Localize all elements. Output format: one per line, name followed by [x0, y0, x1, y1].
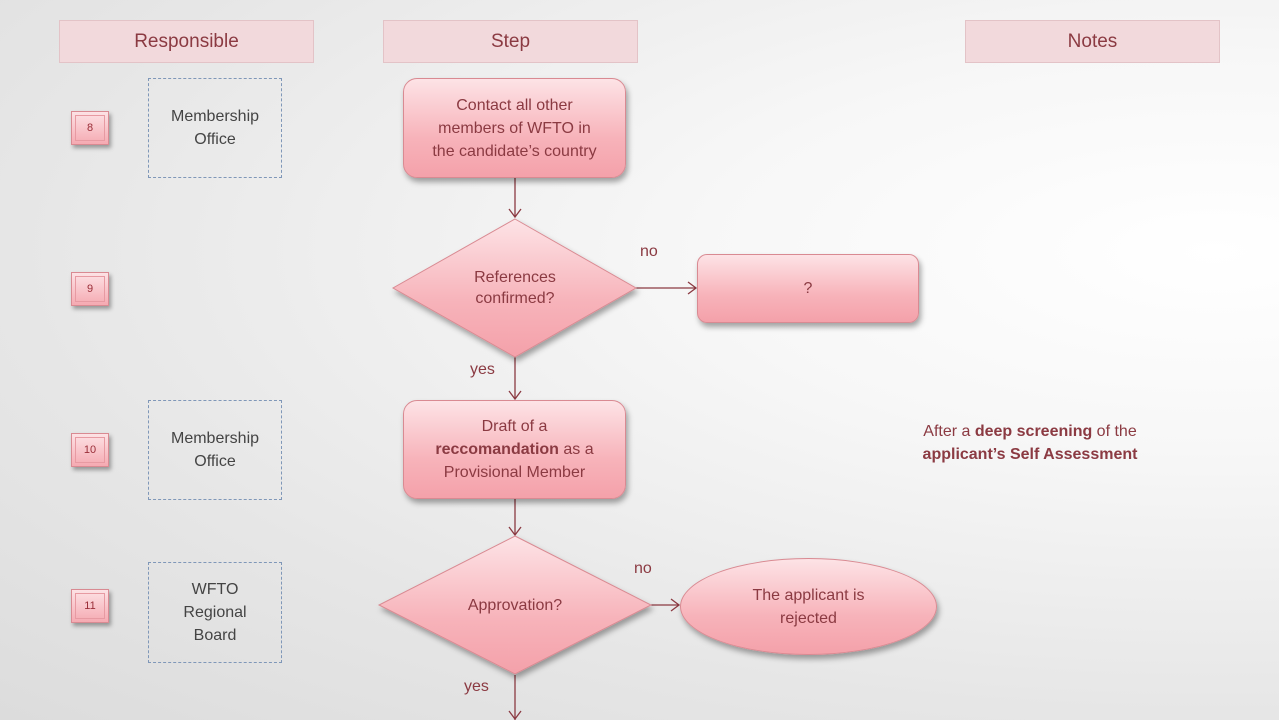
responsible-line: Membership [170, 108, 260, 125]
header-notes-label: Notes [1067, 30, 1118, 52]
responsible-line: Membership [170, 430, 260, 447]
step-contact-members: Contact all other members of WFTO in the… [403, 78, 626, 178]
draft-bold-word: reccomandation [435, 441, 559, 458]
arrowhead-4 [508, 526, 522, 537]
arrowhead-2 [687, 281, 698, 295]
label-references-yes: yes [470, 361, 495, 378]
arrowhead-3 [508, 390, 522, 401]
arrowhead-1 [508, 208, 522, 219]
arrowhead-5 [670, 598, 681, 612]
responsible-line: Board [193, 627, 237, 644]
step-draft-recommendation: Draft of a reccomandation as a Provision… [403, 400, 626, 499]
row-number-10: 10 [71, 433, 109, 467]
row-number-9: 9 [71, 272, 109, 306]
approval-decision-text: Approvation? [467, 596, 563, 614]
step-unknown-outcome: ? [697, 254, 919, 323]
responsible-row-11: WFTO Regional Board [148, 562, 282, 663]
label-references-no: no [640, 243, 658, 260]
label-approval-no: no [634, 560, 652, 577]
responsible-line: WFTO [191, 581, 239, 598]
header-notes: Notes [965, 20, 1220, 63]
row-number-11: 11 [71, 589, 109, 623]
approval-decision-diamond [377, 535, 653, 675]
row-number-8: 8 [71, 111, 109, 145]
step-applicant-rejected: The applicant is rejected [680, 558, 937, 655]
header-responsible-label: Responsible [134, 30, 239, 52]
label-approval-yes: yes [464, 678, 489, 695]
header-step-label: Step [490, 30, 531, 52]
references-decision-text: References confirmed? [474, 269, 556, 307]
header-responsible: Responsible [59, 20, 314, 63]
arrowhead-6 [508, 710, 522, 720]
responsible-line: Office [194, 131, 236, 148]
note-deep-screening: After a deep screening of the applicant’… [922, 423, 1138, 463]
references-decision-diamond [391, 218, 638, 358]
responsible-row-8: Membership Office [148, 78, 282, 178]
responsible-line: Office [194, 453, 236, 470]
responsible-row-10: Membership Office [148, 400, 282, 500]
header-step: Step [383, 20, 638, 63]
responsible-line: Regional [183, 604, 247, 621]
